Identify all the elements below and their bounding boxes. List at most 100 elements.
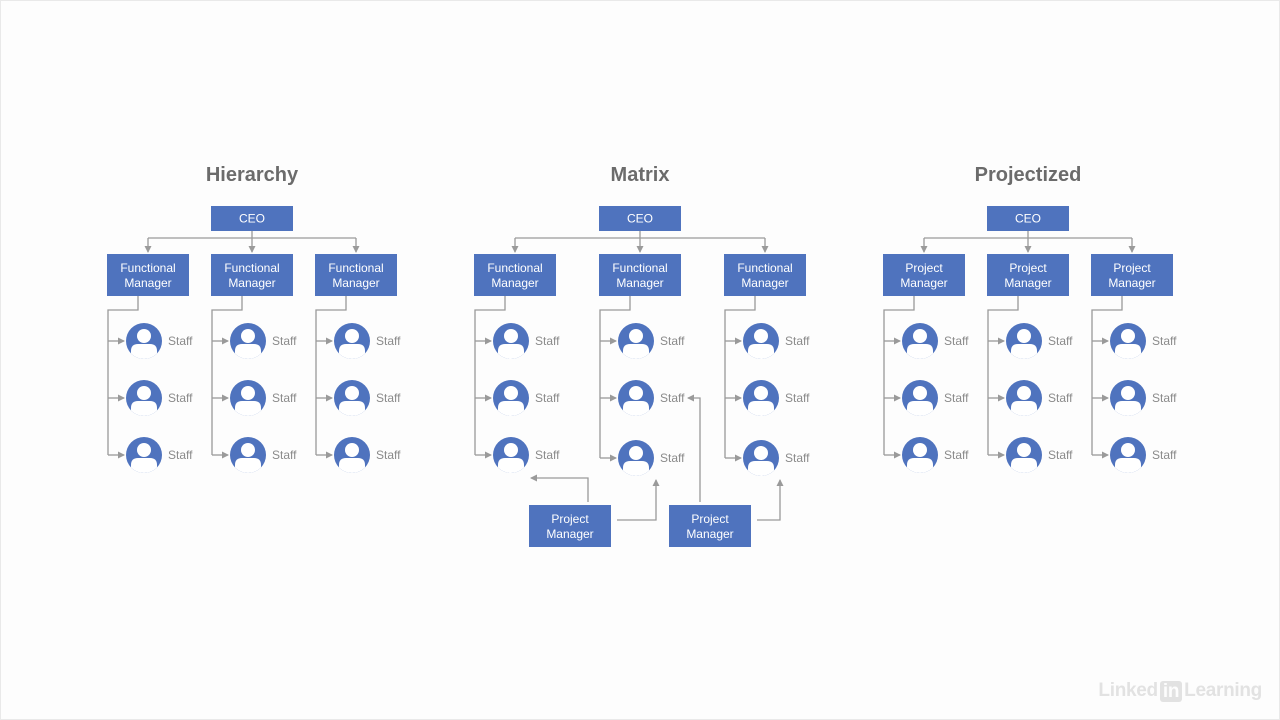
staff-item-1-2-2: Staff: [743, 440, 810, 476]
ceo-box-2: CEO: [987, 206, 1069, 231]
logo-in-mark: in: [1159, 680, 1183, 702]
staff-trunk: [987, 296, 1019, 455]
linkedin-learning-logo: Linked in Learning: [1098, 680, 1262, 702]
manager-box-0-2-label-line1: Functional: [328, 261, 383, 275]
staff-item-2-2-0: Staff: [1110, 323, 1177, 359]
manager-box-2-1-label-line2: Manager: [1004, 276, 1051, 290]
staff-label: Staff: [785, 391, 810, 405]
staff-label: Staff: [1048, 391, 1073, 405]
project-manager-box-1-label-line2: Manager: [686, 527, 733, 541]
ceo-box-1-label: CEO: [627, 212, 653, 226]
staff-label: Staff: [944, 448, 969, 462]
user-avatar-icon: [743, 440, 779, 476]
staff-item-1-1-2: Staff: [618, 440, 685, 476]
staff-label: Staff: [272, 391, 297, 405]
staff-label: Staff: [376, 391, 401, 405]
user-avatar-icon: [743, 380, 779, 416]
pm1-to-staff-arrow: [530, 474, 589, 502]
manager-box-2-0-label-line2: Manager: [900, 276, 947, 290]
manager-box-2-0-rect: [883, 254, 965, 296]
user-avatar-icon: [126, 437, 162, 473]
staff-label: Staff: [376, 448, 401, 462]
user-avatar-icon: [618, 440, 654, 476]
user-avatar-icon: [493, 380, 529, 416]
staff-item-2-2-2: Staff: [1110, 437, 1177, 473]
staff-label: Staff: [944, 391, 969, 405]
staff-item-2-0-1: Staff: [902, 380, 969, 416]
staff-item-2-0-0: Staff: [902, 323, 969, 359]
staff-label: Staff: [168, 391, 193, 405]
staff-item-2-2-1: Staff: [1110, 380, 1177, 416]
staff-label: Staff: [944, 334, 969, 348]
staff-label: Staff: [660, 451, 685, 465]
user-avatar-icon: [334, 437, 370, 473]
manager-box-1-1-rect: [599, 254, 681, 296]
manager-box-2-1-label-line1: Project: [1009, 261, 1047, 275]
manager-box-0-0-label-line2: Manager: [124, 276, 171, 290]
staff-item-2-1-0: Staff: [1006, 323, 1073, 359]
user-avatar-icon: [902, 323, 938, 359]
staff-label: Staff: [660, 391, 685, 405]
user-avatar-icon: [230, 380, 266, 416]
panel-title-matrix: Matrix: [611, 164, 670, 186]
panel-title-projectized: Projectized: [975, 164, 1082, 186]
staff-label: Staff: [1152, 334, 1177, 348]
user-avatar-icon: [334, 323, 370, 359]
staff-label: Staff: [1048, 448, 1073, 462]
staff-item-1-0-2: Staff: [493, 437, 560, 473]
staff-label: Staff: [535, 334, 560, 348]
user-avatar-icon: [618, 323, 654, 359]
staff-item-0-0-0: Staff: [126, 323, 193, 359]
manager-box-0-2-rect: [315, 254, 397, 296]
staff-label: Staff: [272, 448, 297, 462]
staff-label: Staff: [1152, 391, 1177, 405]
manager-box-1-0-label-line2: Manager: [491, 276, 538, 290]
ceo-box-1: CEO: [599, 206, 681, 231]
staff-label: Staff: [376, 334, 401, 348]
staff-item-1-0-1: Staff: [493, 380, 560, 416]
staff-label: Staff: [660, 334, 685, 348]
user-avatar-icon: [493, 437, 529, 473]
staff-item-0-2-0: Staff: [334, 323, 401, 359]
user-avatar-icon: [902, 380, 938, 416]
logo-text-linked: Linked: [1098, 680, 1158, 701]
pm1-to-middle-staff-arrow: [617, 479, 660, 521]
manager-box-1-0-rect: [474, 254, 556, 296]
ceo-box-1-rect: [599, 206, 681, 231]
user-avatar-icon: [1110, 380, 1146, 416]
staff-item-0-2-2: Staff: [334, 437, 401, 473]
manager-box-0-0-label-line1: Functional: [120, 261, 175, 275]
manager-box-0-1-label-line2: Manager: [228, 276, 275, 290]
staff-trunk: [107, 296, 139, 455]
staff-item-1-1-0: Staff: [618, 323, 685, 359]
staff-label: Staff: [1152, 448, 1177, 462]
staff-item-2-1-2: Staff: [1006, 437, 1073, 473]
user-avatar-icon: [1006, 437, 1042, 473]
user-avatar-icon: [743, 323, 779, 359]
staff-trunk: [724, 296, 756, 458]
project-manager-box-0-rect: [529, 505, 611, 547]
staff-item-0-2-1: Staff: [334, 380, 401, 416]
staff-item-0-1-2: Staff: [230, 437, 297, 473]
manager-box-2-2-rect: [1091, 254, 1173, 296]
manager-box-1-1-label-line2: Manager: [616, 276, 663, 290]
user-avatar-icon: [1006, 380, 1042, 416]
ceo-box-0-rect: [211, 206, 293, 231]
panel-title-hierarchy: Hierarchy: [206, 164, 299, 186]
user-avatar-icon: [334, 380, 370, 416]
staff-item-0-1-0: Staff: [230, 323, 297, 359]
staff-item-1-0-0: Staff: [493, 323, 560, 359]
project-manager-box-1-rect: [669, 505, 751, 547]
staff-label: Staff: [1048, 334, 1073, 348]
project-manager-box-0-label-line1: Project: [551, 512, 589, 526]
manager-box-2-2-label-line1: Project: [1113, 261, 1151, 275]
manager-box-1-2-label-line2: Manager: [741, 276, 788, 290]
